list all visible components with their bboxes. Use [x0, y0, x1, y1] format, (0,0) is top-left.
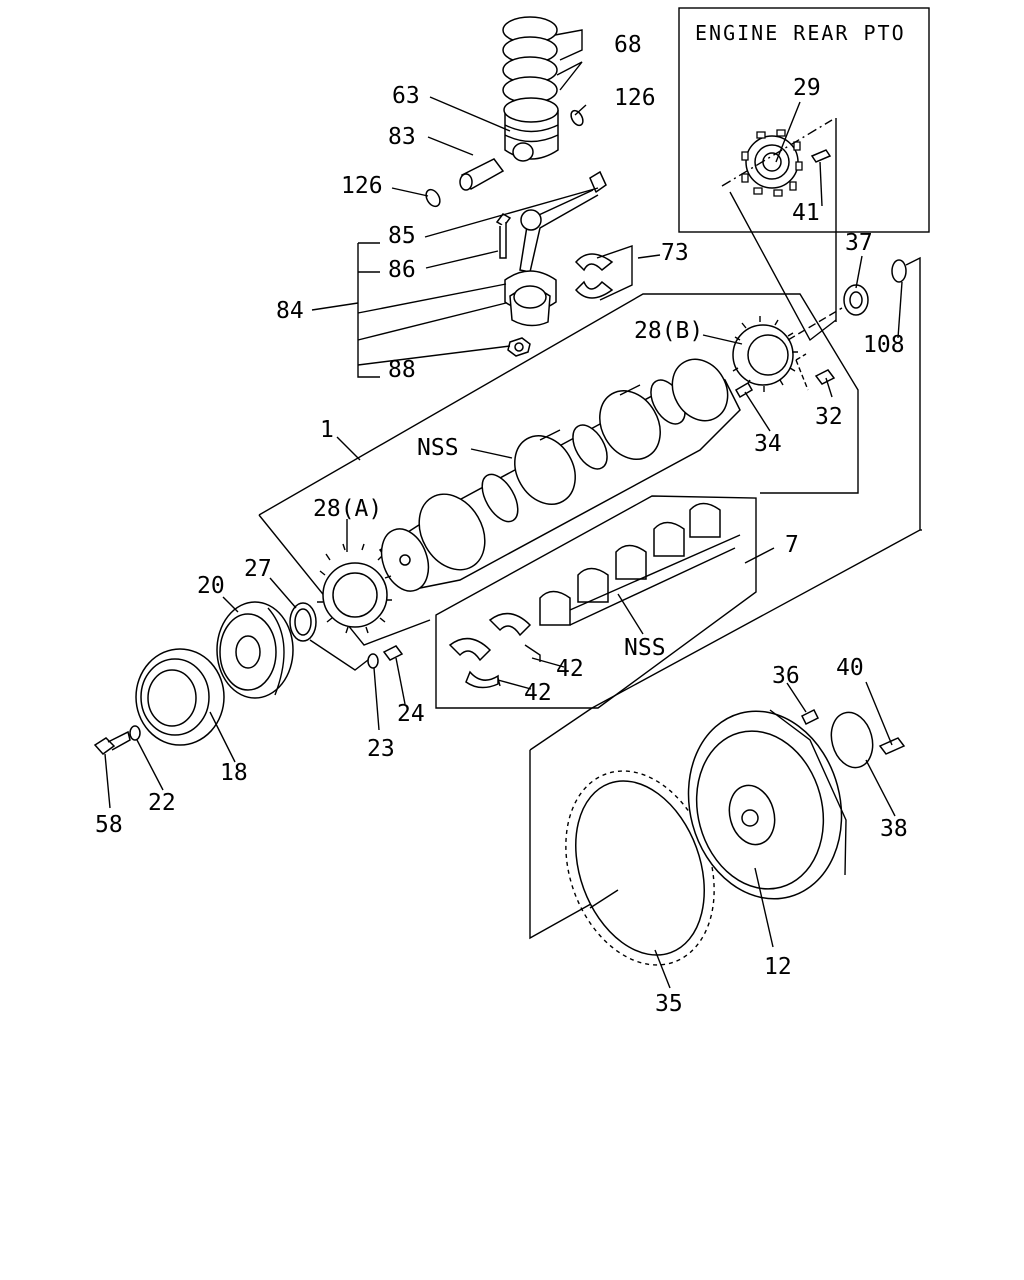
label-73: 73 — [661, 240, 689, 266]
plate-38 — [830, 711, 874, 769]
label-22: 22 — [148, 790, 176, 816]
label-83: 83 — [388, 124, 416, 150]
bolt-40 — [878, 737, 906, 755]
label-nss-crank: NSS — [417, 435, 459, 461]
label-32: 32 — [815, 404, 843, 430]
label-23: 23 — [367, 736, 395, 762]
leader-lines — [104, 96, 903, 989]
washer-22 — [129, 725, 141, 741]
label-35: 35 — [655, 991, 683, 1017]
washer-23 — [367, 653, 379, 669]
bearing-37 — [843, 284, 869, 316]
label-nss-bearing: NSS — [624, 635, 666, 661]
rod-bearing-73 — [574, 245, 633, 301]
piston-63 — [503, 97, 559, 162]
label-24: 24 — [397, 701, 425, 727]
label-28b: 28(B) — [634, 318, 703, 344]
pin-41 — [810, 149, 832, 163]
key-32 — [795, 353, 836, 391]
bolt-58 — [93, 730, 131, 756]
snap-ring-126-top — [570, 109, 584, 127]
bolt-24 — [382, 645, 404, 661]
flywheel-12 — [687, 709, 847, 900]
label-38: 38 — [880, 816, 908, 842]
label-1: 1 — [320, 417, 334, 443]
piston-pin-83 — [459, 158, 505, 191]
label-36: 36 — [772, 663, 800, 689]
label-58: 58 — [95, 812, 123, 838]
sprocket-28a — [317, 543, 392, 634]
label-28a: 28(A) — [313, 496, 382, 522]
label-126-top: 126 — [614, 85, 656, 111]
dowel-36 — [800, 708, 820, 726]
crankshaft-1 — [378, 358, 741, 592]
part-labels: 68 63 126 83 126 85 73 86 84 88 29 41 37… — [95, 32, 908, 1017]
rod-bolt-86 — [495, 213, 512, 259]
label-108: 108 — [863, 332, 905, 358]
label-42-lower: 42 — [524, 680, 552, 706]
label-37: 37 — [845, 230, 873, 256]
label-88: 88 — [388, 357, 416, 383]
label-86: 86 — [388, 257, 416, 283]
label-40: 40 — [836, 655, 864, 681]
oil-seal-27 — [289, 602, 317, 642]
label-20: 20 — [197, 573, 225, 599]
piston-ring-set-68 — [502, 16, 583, 104]
main-bearing-set-7 — [539, 502, 741, 626]
thrust-washer-42 — [448, 612, 541, 689]
label-41: 41 — [792, 200, 820, 226]
engine-rear-pto-inset: ENGINE REAR PTO — [678, 7, 930, 233]
rod-nut-88 — [507, 337, 531, 357]
label-68: 68 — [614, 32, 642, 58]
label-29: 29 — [793, 75, 821, 101]
pulley-20 — [216, 601, 294, 699]
label-63: 63 — [392, 83, 420, 109]
label-12: 12 — [764, 954, 792, 980]
damper-18 — [135, 648, 225, 746]
label-7: 7 — [785, 532, 799, 558]
label-18: 18 — [220, 760, 248, 786]
label-84: 84 — [276, 298, 304, 324]
inset-title: ENGINE REAR PTO — [695, 21, 906, 45]
label-42-upper: 42 — [556, 656, 584, 682]
pin-34 — [734, 381, 754, 399]
label-85: 85 — [388, 223, 416, 249]
label-34: 34 — [754, 431, 782, 457]
label-126-left: 126 — [341, 173, 383, 199]
sprocket-28b — [732, 316, 798, 392]
pto-gear-29 — [741, 129, 803, 197]
snap-ring-126-left — [425, 188, 441, 208]
snap-ring-108 — [891, 259, 907, 283]
connecting-rod-84 — [504, 170, 607, 327]
label-27: 27 — [244, 556, 272, 582]
